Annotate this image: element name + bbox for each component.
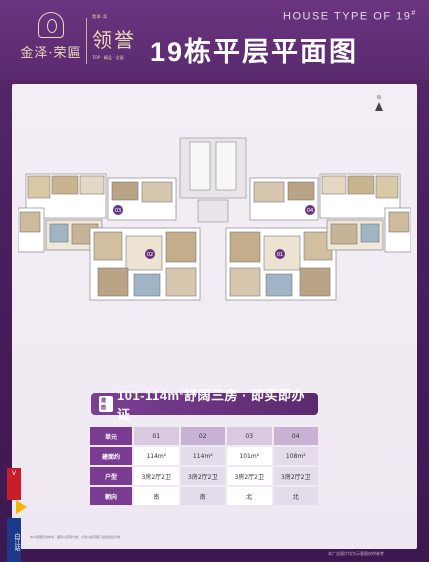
slogan-text: 101-114m2舒阔三房 · 即买即办证	[117, 385, 318, 423]
table-cell: 南	[134, 487, 179, 505]
table-cell: 114m²	[134, 447, 179, 465]
table-row-label: 朝向	[90, 487, 132, 505]
project-name: 领誉	[92, 28, 136, 52]
table-row-label: 户型	[90, 467, 132, 485]
table-cell: 114m²	[180, 447, 225, 465]
table-cell: 3房2厅2卫	[273, 467, 318, 485]
table-cell: 3房2厅2卫	[227, 467, 272, 485]
slogan-area-unit: 2	[179, 389, 184, 397]
core-stair	[179, 137, 247, 223]
table-row-label: 建面约	[90, 447, 132, 465]
house-type-sup: #	[411, 10, 417, 17]
unit-marker-02-label: 02	[147, 252, 153, 258]
header-band: 金泽·荣匾 翡翠·湾 领誉 TOP · 精品 · 全面 HOUSE TYPE O…	[0, 0, 429, 80]
table-cell: 108m²	[273, 447, 318, 465]
side-red-badge: V	[7, 468, 21, 500]
project-logo-bottom: TOP · 精品 · 全面	[92, 55, 124, 60]
floor-plan: 03 04 02 01	[18, 137, 411, 301]
logo-divider	[86, 18, 87, 64]
footnote-right: 本广告图片均为示意图仅供参考	[328, 551, 384, 556]
house-type-text: HOUSE TYPE OF 19	[283, 10, 412, 23]
house-type-label: HOUSE TYPE OF 19#	[283, 10, 417, 23]
table-row: 建面约 114m² 114m² 101m² 108m²	[90, 447, 318, 465]
brand-logo-text: 金泽·荣匾	[20, 46, 82, 61]
side-strip: V 白江站	[0, 468, 28, 562]
table-cell: 3房2厅2卫	[134, 467, 179, 485]
project-logo: 翡翠·湾 领誉 TOP · 精品 · 全面	[92, 14, 136, 61]
page-title: 19栋平层平面图	[150, 37, 359, 67]
unit-marker-03: 03	[113, 205, 123, 215]
unit-marker-01-label: 01	[277, 252, 283, 258]
unit-02-plan	[89, 227, 201, 301]
unit-marker-02: 02	[145, 249, 155, 259]
table-cell: 南	[180, 487, 225, 505]
unit-04-plan	[249, 173, 411, 253]
table-header-cell: 01	[134, 427, 179, 445]
side-arrow-icon	[16, 500, 27, 514]
unit-marker-04: 04	[305, 205, 315, 215]
compass-north-label: N	[377, 95, 381, 101]
table-header-cell: 02	[180, 427, 225, 445]
project-logo-top: 翡翠·湾	[92, 14, 108, 19]
table-row: 户型 3房2厅2卫 3房2厅2卫 3房2厅2卫 3房2厅2卫	[90, 467, 318, 485]
table-header-row: 单元 01 02 03 04	[90, 427, 318, 445]
table-cell: 北	[273, 487, 318, 505]
unit-marker-01: 01	[275, 249, 285, 259]
brand-emblem-icon	[38, 12, 64, 38]
slogan-tag: 建面	[99, 396, 113, 412]
side-station-badge: 白江站	[7, 518, 21, 562]
table-row: 朝向 南 南 北 北	[90, 487, 318, 505]
table-cell: 101m²	[227, 447, 272, 465]
unit-table: 单元 01 02 03 04 建面约 114m² 114m² 101m² 108…	[88, 425, 320, 507]
table-header-cell: 单元	[90, 427, 132, 445]
north-arrow-icon	[375, 102, 383, 111]
table-cell: 北	[227, 487, 272, 505]
unit-marker-04-label: 04	[307, 208, 313, 214]
brand-logo: 金泽·荣匾	[18, 10, 84, 72]
slogan-bar: 建面 101-114m2舒阔三房 · 即买即办证	[91, 388, 318, 422]
disclaimer-text: 本户型图仅供参考，面积以实测为准，户型以政府部门最终批复为准	[30, 535, 121, 539]
table-header-cell: 04	[273, 427, 318, 445]
table-cell: 3房2厅2卫	[180, 467, 225, 485]
compass: N	[372, 95, 386, 111]
slogan-area: 101-114m	[116, 388, 180, 403]
unit-01-plan	[225, 227, 337, 301]
unit-marker-03-label: 03	[115, 208, 121, 214]
slogan-desc: 舒阔三房 · 即买即办证	[116, 388, 306, 422]
table-header-cell: 03	[227, 427, 272, 445]
